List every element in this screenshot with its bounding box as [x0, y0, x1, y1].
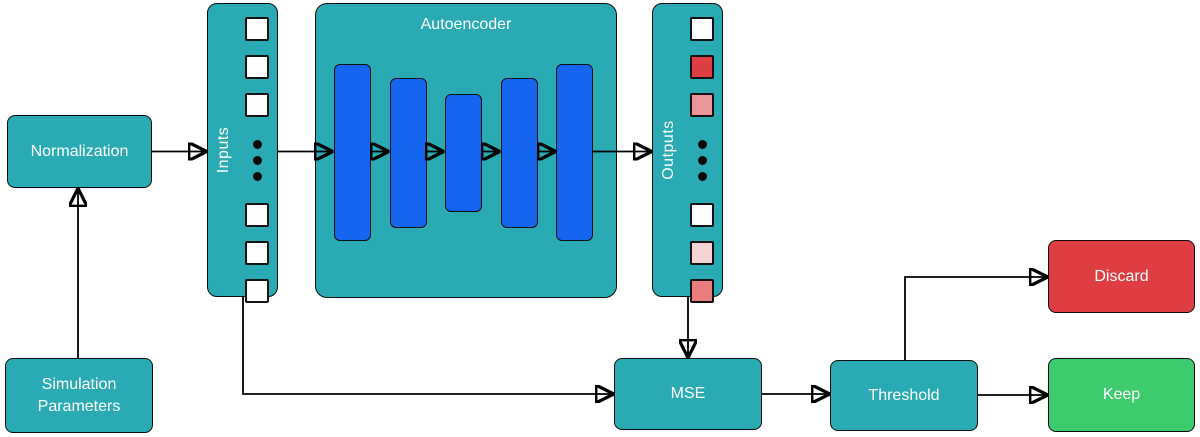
io-cell [245, 55, 269, 79]
discard-label: Discard [1094, 267, 1149, 285]
ellipsis-dot [697, 155, 707, 165]
io-cell [245, 203, 269, 227]
encoder-layer-bar [389, 77, 427, 228]
io-cell [690, 241, 714, 265]
arrow-threshold-to-discard [904, 277, 1046, 360]
io-cell [690, 55, 714, 79]
io-cell [245, 241, 269, 265]
discard-node: Discard [1048, 240, 1195, 313]
ellipsis-dots [252, 131, 262, 189]
outputs-label: Outputs [660, 120, 677, 180]
outputs-cells [690, 17, 714, 303]
mse-node: MSE [614, 358, 762, 430]
io-cell [690, 17, 714, 41]
io-cell [690, 203, 714, 227]
inputs-label: Inputs [215, 126, 232, 174]
ellipsis-dot [697, 139, 707, 149]
ellipsis-dot [252, 155, 262, 165]
threshold-node: Threshold [830, 360, 978, 431]
io-cell [690, 93, 714, 117]
autoencoder-title: Autoencoder [420, 16, 512, 33]
outputs-column: Outputs [652, 3, 723, 303]
inputs-column: Inputs [207, 3, 278, 303]
ellipsis-dots [697, 131, 707, 189]
encoder-layer-bar [445, 93, 483, 212]
simulation-parameters-node: Simulation Parameters [5, 358, 153, 433]
normalization-node: Normalization [7, 115, 152, 188]
io-cell [245, 93, 269, 117]
arrow-inputs-to-mse [242, 297, 612, 394]
ellipsis-dot [252, 139, 262, 149]
encoder-layer-bar [334, 64, 371, 241]
keep-label: Keep [1102, 386, 1141, 404]
threshold-label: Threshold [868, 386, 940, 404]
normalization-label: Normalization [30, 142, 129, 160]
encoder-layer-bar [500, 77, 538, 228]
ellipsis-dot [697, 171, 707, 181]
keep-node: Keep [1048, 358, 1195, 432]
io-cell [245, 279, 269, 303]
simulation-parameters-label: Simulation Parameters [37, 375, 121, 415]
inputs-cells [245, 17, 269, 303]
ellipsis-dot [252, 171, 262, 181]
encoder-layer-bar [556, 64, 594, 241]
mse-label: MSE [670, 385, 706, 403]
autoencoder-panel: Autoencoder [315, 3, 617, 298]
io-cell [245, 17, 269, 41]
io-cell [690, 279, 714, 303]
